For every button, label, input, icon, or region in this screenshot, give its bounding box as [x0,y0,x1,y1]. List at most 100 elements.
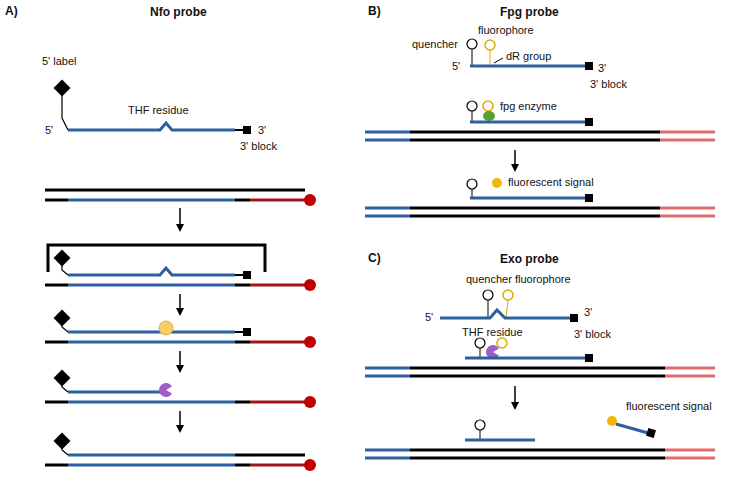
amplicon-strand [665,449,715,452]
quencher [475,420,485,430]
end-mark: 3' [598,62,606,75]
end-mark: 5' [425,311,433,324]
fluorophore-stem [506,300,508,318]
amplicon-strand [660,131,715,134]
target-strand [68,199,235,202]
amplicon-strand [410,139,660,142]
annotation: quencher fluorophore [466,273,571,286]
end-mark: 3' [584,306,592,319]
extended-strand [235,454,305,457]
quencher [467,39,477,49]
block-square [243,271,251,279]
polymerase [159,383,172,397]
free-fluorophore [492,178,502,188]
amplicon-strand [410,215,660,218]
amplicon-strand [365,375,410,378]
amplicon-strand [365,139,410,142]
step-arrow [514,150,516,168]
fluorophore [485,40,495,50]
annotation: fluorescent signal [508,176,594,189]
step-arrow [179,351,181,369]
target-strand [235,199,250,202]
target-strand [45,189,305,192]
recombinase-bracket [48,245,265,272]
linker [62,385,68,392]
annotation: fluorophore [478,24,534,37]
label-diamond [54,250,71,267]
annotation: fpg enzyme [500,100,557,113]
step-arrow [179,411,181,429]
amplicon-strand [410,207,660,210]
probe-strand [465,357,585,360]
annotation: fluorescent signal [626,400,712,413]
amplicon-strand [410,131,660,134]
panel-title: Nfo probe [150,6,207,19]
fluorophore [497,338,507,348]
probe-strand [68,331,235,334]
probe-strand [470,197,585,200]
amplicon-strand [365,215,410,218]
primer-strand [250,464,305,467]
probe-strand [68,123,235,130]
target-strand [68,284,235,287]
linker [62,448,68,455]
pointer-line [494,58,503,63]
end-mark: 3' [258,124,266,137]
annotation: quencher [412,38,458,51]
quencher [467,179,477,189]
probe-strand [440,310,570,318]
annotation: THF residue [128,104,189,117]
end-mark: 5' [45,124,53,137]
free-fluorophore [607,416,617,426]
block-square [243,328,251,336]
step-arrow [179,208,181,228]
block-square [585,118,593,126]
primer-strand [250,401,305,404]
target-strand [235,284,250,287]
amplicon-strand [365,367,410,370]
quencher-stem [472,111,473,122]
block-square [585,354,593,362]
quencher-stem [488,300,489,318]
label-diamond [54,310,71,327]
probe-strand [470,65,585,68]
annotation: dR group [506,50,551,63]
amplicon-strand [365,207,410,210]
target-strand [68,464,235,467]
amplicon-strand [665,367,715,370]
panel-b [365,39,715,216]
target-strand [235,401,250,404]
target-strand [68,401,235,404]
annotation: 3' block [590,78,627,91]
panel-title: Exo probe [500,253,559,266]
fluorophore [483,101,493,111]
annotation: 3' block [240,140,277,153]
target-strand [45,464,68,467]
block-square [243,126,251,134]
amplicon-strand [410,457,665,460]
primer-strand [250,199,305,202]
fpg-enzyme [483,111,495,121]
amplicon-strand [660,215,715,218]
target-strand [68,341,235,344]
primer-label [304,194,316,206]
annotation: THF residue [462,326,523,339]
probe-strand [465,439,535,442]
linker [62,95,68,130]
panel-letter: A) [5,5,18,18]
target-strand [45,401,68,404]
amplicon-strand [410,375,665,378]
probe-strand [68,454,235,457]
end-mark: 5' [452,60,460,73]
amplicon-strand [410,449,665,452]
probe-fragment [616,424,648,433]
label-diamond [54,433,71,450]
primer-strand [250,341,305,344]
panel-title: Fpg probe [500,6,559,19]
target-strand [45,341,68,344]
label-diamond [54,80,71,97]
amplicon-strand [365,449,410,452]
amplicon-strand [665,457,715,460]
target-strand [235,464,250,467]
